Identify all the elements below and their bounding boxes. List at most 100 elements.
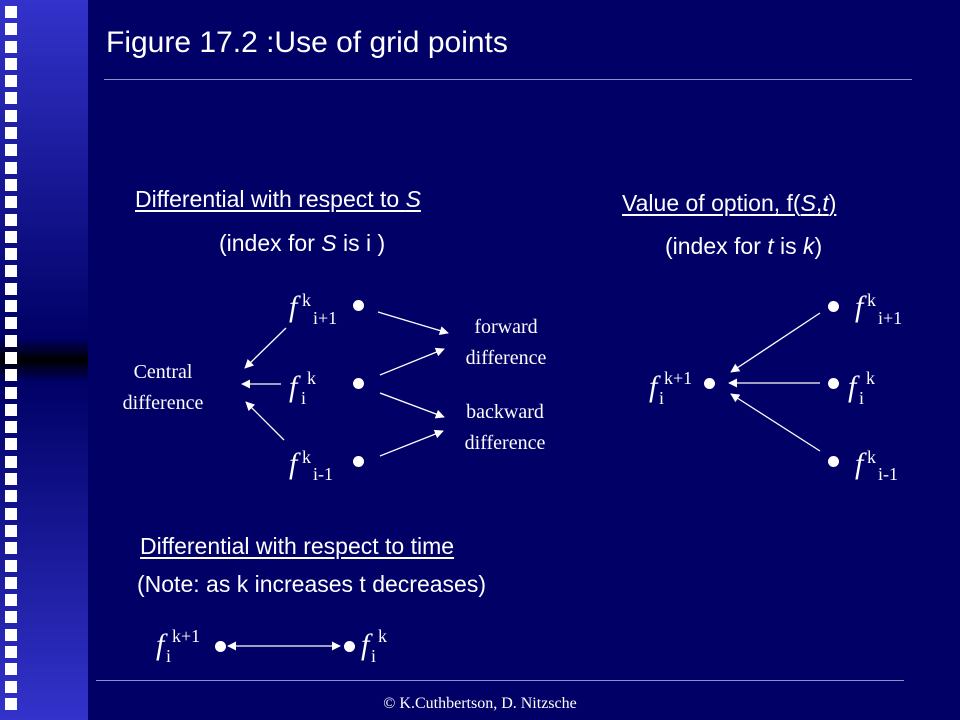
footer-copyright: © K.Cuthbertson, D. Nitzsche [383, 695, 577, 712]
heading-differential-s: Differential with respect to S [135, 186, 421, 213]
sidebar-square [5, 473, 17, 486]
heading-v-var2: t [822, 190, 829, 216]
arrow-central-upper [244, 327, 287, 369]
subheading-t-prefix: (index for [665, 233, 768, 259]
node-f-symbol: f [855, 290, 864, 323]
sidebar-square [5, 230, 17, 243]
sidebar-square [5, 369, 17, 382]
sidebar-square [5, 248, 17, 261]
sidebar-square [5, 559, 17, 572]
sidebar-square [5, 542, 17, 555]
sidebar-band [0, 0, 88, 720]
subheading-index-t: (index for t is k) [665, 233, 822, 260]
note-k-increases: (Note: as k increases t decreases) [137, 571, 486, 597]
arrow-forward-lower [379, 347, 445, 376]
sidebar-square [5, 386, 17, 399]
sidebar-square [5, 663, 17, 676]
forward-difference-label: forward difference [446, 312, 566, 374]
sidebar-square [5, 351, 17, 364]
subheading-s-var: S [321, 230, 337, 256]
central-label-line2: difference [122, 392, 204, 414]
node-superscript: k+1 [172, 626, 201, 646]
sidebar-square [5, 697, 17, 710]
grid-point-dot [353, 456, 364, 467]
decorative-squares [5, 6, 27, 715]
node-superscript: k [302, 447, 311, 467]
forward-label-line2: difference [465, 347, 547, 369]
heading-s-text: Differential with respect to [135, 186, 406, 212]
heading-time-text: Differential with respect to time [140, 533, 455, 559]
sidebar-square [5, 75, 17, 88]
sidebar-square [5, 438, 17, 451]
node-f-symbol: f [649, 370, 658, 403]
subheading-s-prefix: (index for [219, 230, 322, 256]
grid-point-dot [353, 300, 364, 311]
backward-difference-label: backward difference [444, 397, 566, 459]
sidebar-square [5, 23, 17, 36]
subheading-t-suffix: ) [814, 233, 823, 259]
node-superscript: k [867, 290, 876, 310]
sidebar-square [5, 161, 17, 174]
subheading-t-var1: t [767, 233, 774, 259]
sidebar-square [5, 403, 17, 416]
arrow-central-lower [245, 401, 285, 441]
arrow-backward-upper [379, 392, 445, 419]
sidebar-square [5, 6, 17, 18]
sidebar-square [5, 680, 17, 693]
sidebar-square [5, 611, 17, 624]
grid-point-dot [344, 641, 355, 652]
node-superscript: k [302, 290, 311, 310]
sidebar-square [5, 300, 17, 313]
title-rule [104, 79, 912, 80]
arrow-forward-upper [377, 311, 449, 336]
sidebar-square [5, 92, 17, 105]
sidebar-square [5, 421, 17, 434]
sidebar-square [5, 645, 17, 658]
central-difference-label: Central difference [104, 357, 222, 419]
node-subscript: i+1 [313, 308, 338, 328]
sidebar-square [5, 334, 17, 347]
grid-point-dot [828, 301, 839, 312]
grid-point-dot [828, 378, 839, 389]
subheading-index-s: (index for S is i ) [219, 230, 385, 257]
heading-s-var: S [405, 186, 421, 212]
node-superscript: k+1 [664, 368, 693, 388]
grid-point-dot [353, 378, 364, 389]
sidebar-square [5, 282, 17, 295]
sidebar-square [5, 265, 17, 278]
node-f-symbol: f [289, 290, 298, 323]
node-subscript: i [166, 646, 172, 666]
sidebar-square [5, 213, 17, 226]
node-subscript: i [301, 388, 307, 408]
subheading-s-suffix: is i ) [336, 230, 386, 256]
sidebar-square [5, 109, 17, 122]
forward-label-line1: forward [474, 316, 538, 338]
sidebar-square [5, 594, 17, 607]
node-subscript: i-1 [878, 464, 898, 484]
heading-v-prefix: Value of option, f( [622, 190, 801, 216]
node-f-symbol: f [855, 447, 864, 480]
sidebar-square [5, 57, 17, 70]
grid-point-dot [704, 378, 715, 389]
heading-differential-time: Differential with respect to time [140, 533, 454, 560]
slide-title: Figure 17.2 :Use of grid points [106, 26, 508, 59]
backward-label-line1: backward [466, 401, 544, 423]
heading-value-of-option: Value of option, f(S,t) [622, 190, 836, 217]
node-superscript: k [867, 447, 876, 467]
backward-label-line2: difference [464, 432, 546, 454]
sidebar-square [5, 196, 17, 209]
node-subscript: i+1 [878, 308, 903, 328]
node-f-symbol: f [848, 370, 857, 403]
sidebar-square [5, 576, 17, 589]
grid-point-dot [215, 641, 226, 652]
heading-v-var1: S [800, 190, 816, 216]
node-f-symbol: f [289, 370, 298, 403]
node-subscript: i [859, 388, 865, 408]
node-subscript: i [371, 646, 377, 666]
sidebar-square [5, 524, 17, 537]
sidebar-square [5, 507, 17, 520]
sidebar-square [5, 127, 17, 140]
arrow-backward-lower [379, 429, 444, 457]
sidebar-square [5, 178, 17, 191]
